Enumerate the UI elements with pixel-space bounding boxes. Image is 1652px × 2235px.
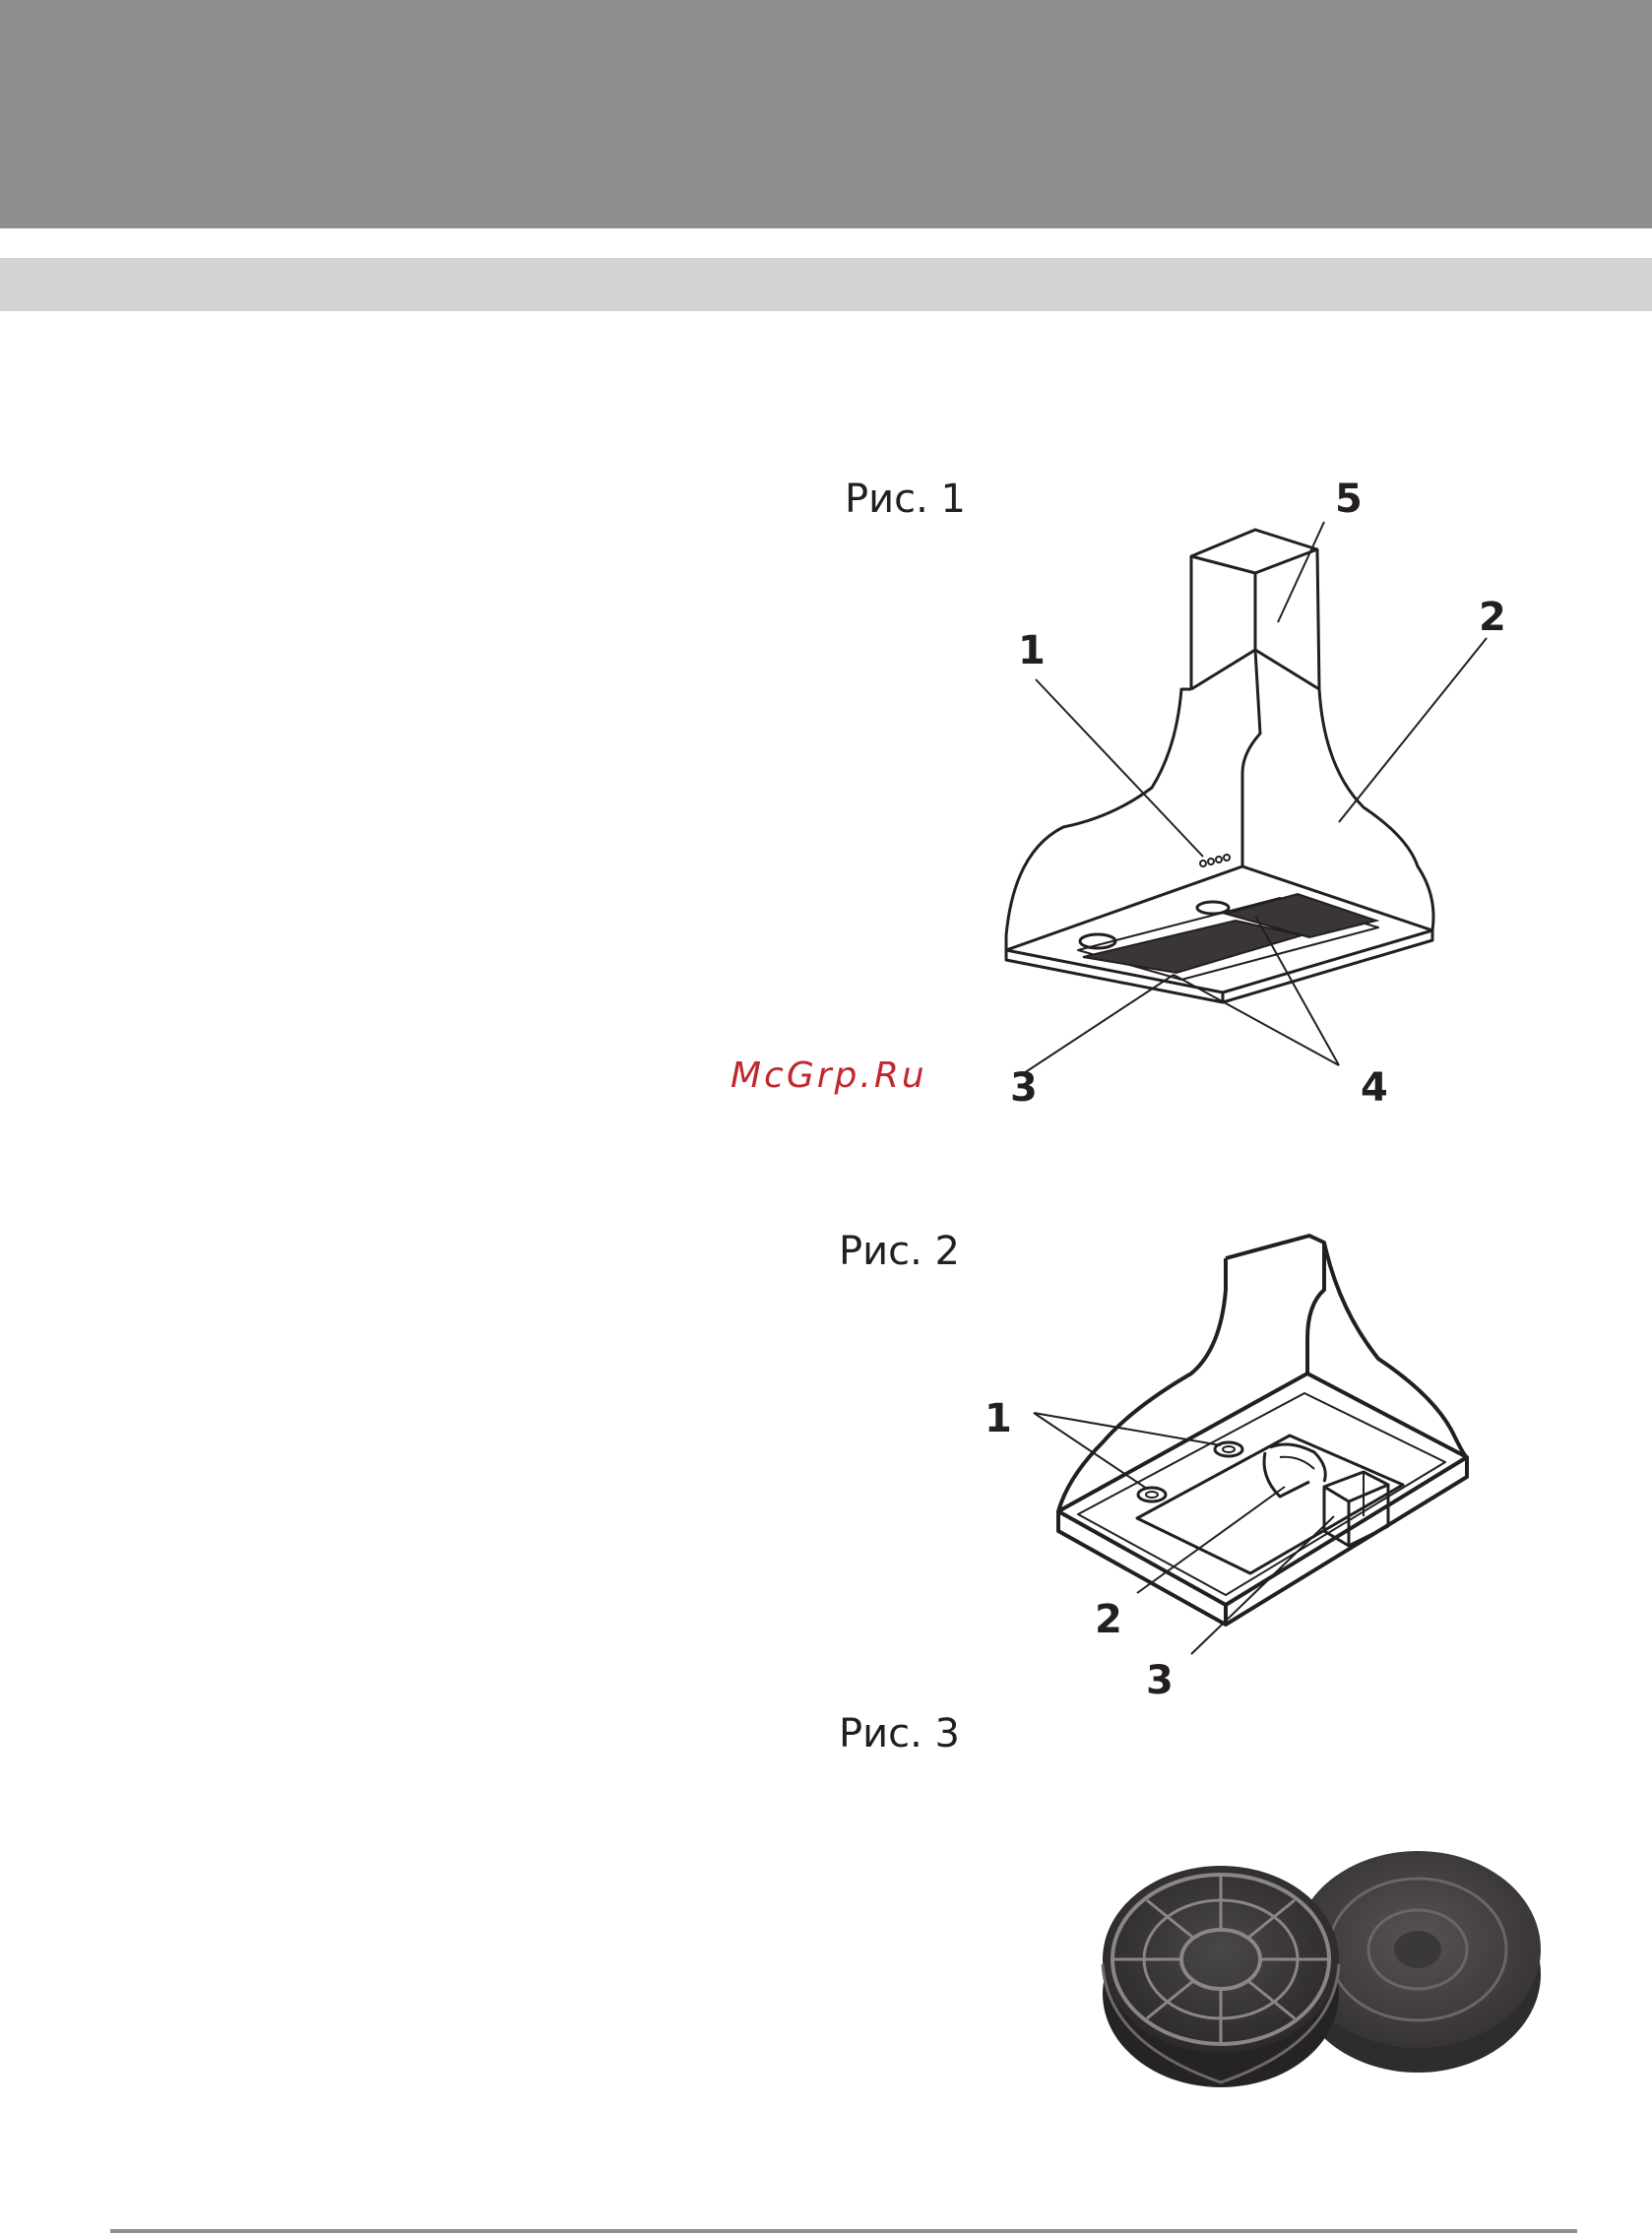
footer-rule xyxy=(110,2229,1577,2233)
filter-left xyxy=(1103,1866,1339,2087)
